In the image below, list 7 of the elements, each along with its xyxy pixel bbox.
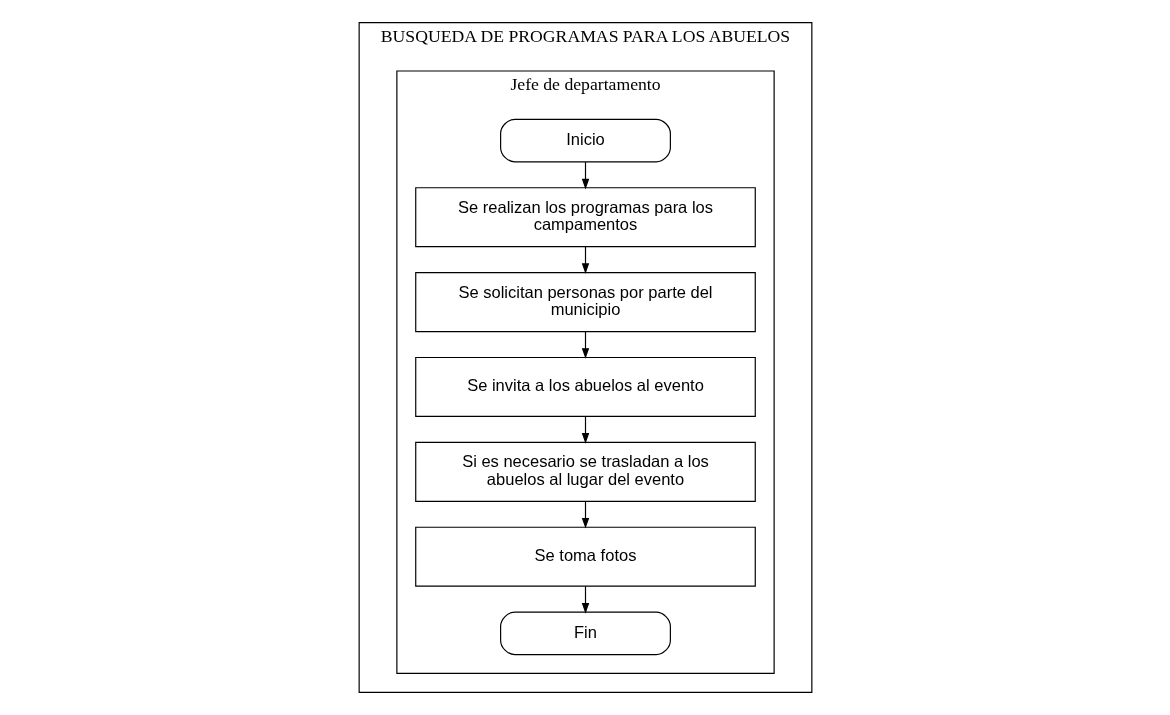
- node-box: Se invita a los abuelos al evento: [414, 356, 756, 418]
- node-box: Se toma fotos: [414, 526, 756, 587]
- node-box: Fin: [499, 611, 671, 656]
- node-box: Se solicitan personas por parte del municipio: [414, 272, 756, 333]
- node-box: Se realizan los programas para los campamentos: [414, 187, 756, 248]
- node-box: Inicio: [499, 118, 671, 163]
- node-box: Si es necesario se trasladan a los abuelos al lugar del evento: [414, 441, 756, 502]
